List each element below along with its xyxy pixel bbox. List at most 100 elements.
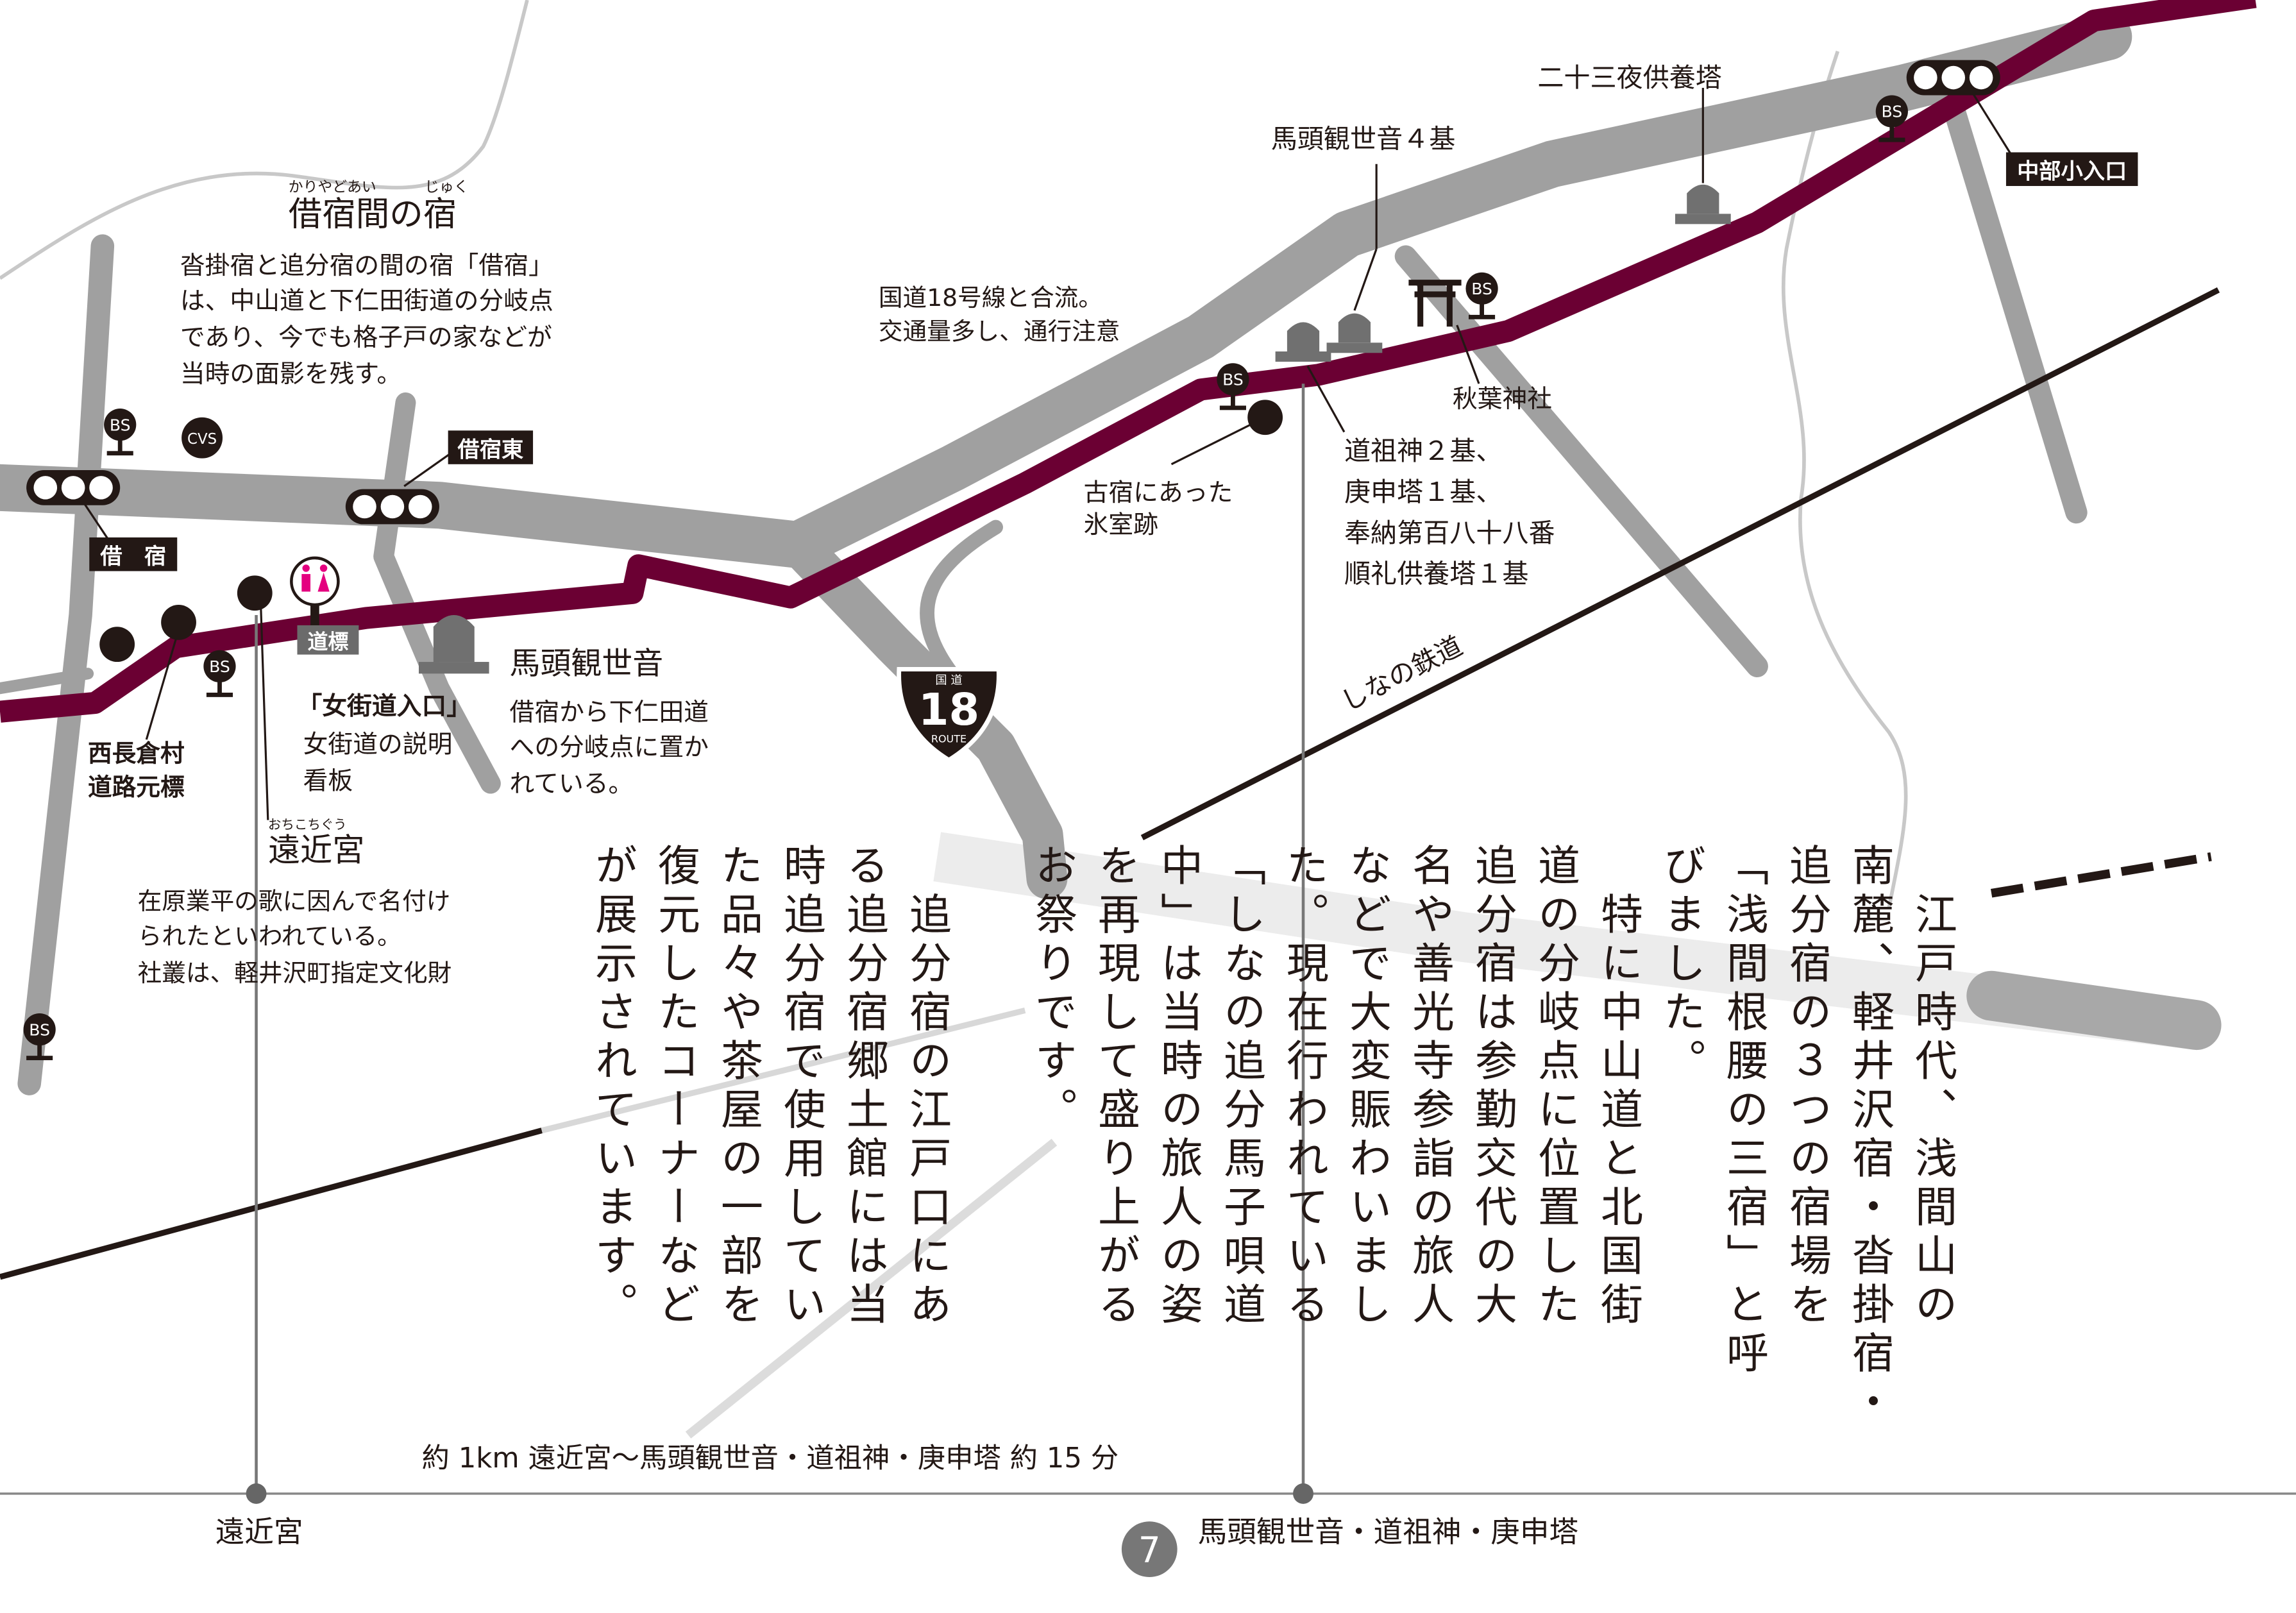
svg-text:道祖神２基、: 道祖神２基、 — [1344, 435, 1502, 466]
dosojin-icon — [1275, 322, 1331, 362]
svg-text:であり、今でも格子戸の家などが: であり、今でも格子戸の家などが — [180, 323, 552, 352]
svg-text:じゅく: じゅく — [425, 179, 468, 196]
road-end — [1966, 970, 2222, 1051]
text-column: 名や善光寺参詣の旅人 — [1405, 843, 1455, 1331]
tag-kariyado: 借 宿 — [99, 544, 166, 570]
body-text-vertical: 江戸時代、浅間山の 南麓、軽井沢宿・沓掛宿・ 追分宿の３つの宿場を 「浅間根腰の… — [578, 843, 1964, 1428]
svg-text:馬頭観世音４基: 馬頭観世音４基 — [1271, 124, 1456, 155]
svg-text:おちこちぐう: おちこちぐう — [268, 816, 347, 832]
bus-stop-icon: BS — [1875, 95, 1908, 142]
svg-text:順礼供養塔１基: 順礼供養塔１基 — [1344, 559, 1529, 589]
text-column: 南麓、軽井沢宿・沓掛宿・ — [1845, 843, 1895, 1428]
text-column: などで大変賑わいまし — [1342, 843, 1392, 1331]
svg-text:BS: BS — [1222, 371, 1244, 389]
svg-text:借宿から下仁田道: 借宿から下仁田道 — [510, 698, 709, 727]
svg-text:二十三夜供養塔: 二十三夜供養塔 — [1537, 62, 1722, 93]
svg-text:看板: 看板 — [303, 767, 353, 796]
text-column: を再現して盛り上がる — [1091, 843, 1140, 1331]
svg-text:秋葉神社: 秋葉神社 — [1453, 385, 1552, 414]
stone-icons — [418, 184, 1731, 674]
intersection-tags: 借宿東 借 宿 中部小入口 道標 — [89, 152, 2138, 655]
svg-text:在原業平の歌に因んで名付け: 在原業平の歌に因んで名付け — [138, 887, 451, 915]
svg-text:られたといわれている。: られたといわれている。 — [138, 922, 401, 950]
roads — [0, 13, 2132, 1095]
text-column — [958, 843, 1021, 1408]
traffic-light-icon — [345, 489, 439, 525]
text-column: お祭りです。 — [1028, 843, 1077, 1136]
bus-stop-icon: BS — [203, 650, 236, 697]
text-column: 特に中山道と北国街 — [1594, 843, 1643, 1331]
svg-text:庚申塔１基、: 庚申塔１基、 — [1344, 477, 1502, 507]
tag-chubu-koiriguchi: 中部小入口 — [2017, 159, 2127, 185]
traffic-light-icon — [26, 469, 121, 505]
svg-text:国道18号線と合流。: 国道18号線と合流。 — [879, 283, 1102, 312]
page-number-badge — [1121, 1521, 1178, 1578]
bato-kannon-4-icon — [1326, 313, 1383, 353]
svg-text:氷室跡: 氷室跡 — [1084, 511, 1158, 539]
bus-stop-icon: BS — [1217, 363, 1249, 410]
start-label: 遠近宮 — [215, 1515, 303, 1549]
svg-text:BS: BS — [110, 416, 131, 434]
bus-stop-icon: BS — [1465, 272, 1498, 319]
svg-text:古宿にあった: 古宿にあった — [1084, 478, 1233, 507]
text-column: 「しなの追分馬子唄道 — [1217, 843, 1266, 1331]
text-column: 追分宿は参勤交代の大 — [1468, 843, 1517, 1331]
svg-text:ROUTE: ROUTE — [931, 733, 967, 745]
text-column: 追分宿の江戸口にあ — [902, 843, 952, 1331]
map-labels: かりやどあい じゅく 借宿間の宿 沓掛宿と追分宿の間の宿「借宿」 は、中山道と下… — [88, 62, 1722, 1549]
text-column: た。現在行われている — [1279, 843, 1329, 1331]
text-column: 復元したコーナーなど — [651, 843, 700, 1331]
text-column: 中」は当時の旅人の姿 — [1154, 843, 1203, 1331]
walking-route — [0, 0, 2257, 723]
svg-text:「女街道入口」: 「女街道入口」 — [297, 692, 471, 721]
end-label: 馬頭観世音・道祖神・庚申塔 — [1198, 1515, 1579, 1549]
svg-text:遠近宮: 遠近宮 — [268, 831, 365, 869]
svg-text:沓掛宿と追分宿の間の宿「借宿」: 沓掛宿と追分宿の間の宿「借宿」 — [180, 251, 553, 280]
svg-text:BS: BS — [209, 657, 230, 676]
landmark-dots — [99, 400, 1283, 663]
kariyado-title: 借宿間の宿 — [289, 195, 457, 234]
text-column: 時追分宿で使用してい — [777, 843, 826, 1331]
svg-text:CVS: CVS — [187, 431, 217, 448]
text-column: びました。 — [1657, 843, 1706, 1087]
text-column: 「浅間根腰の三宿」と呼 — [1719, 843, 1769, 1380]
start-dot — [246, 1483, 267, 1504]
svg-text:西長倉村: 西長倉村 — [88, 739, 185, 767]
svg-text:国 道: 国 道 — [935, 673, 962, 687]
svg-text:は、中山道と下仁田街道の分岐点: は、中山道と下仁田街道の分岐点 — [180, 287, 553, 316]
leader-lines — [80, 87, 2014, 1491]
bus-stop-icons: BS BS BS BS BS BS — [23, 95, 1908, 1061]
svg-text:奉納第百八十八番: 奉納第百八十八番 — [1344, 518, 1555, 548]
tag-dohyo: 道標 — [307, 629, 348, 654]
svg-text:かりやどあい: かりやどあい — [289, 179, 376, 196]
svg-text:れている。: れている。 — [510, 770, 634, 798]
svg-text:馬頭観世音: 馬頭観世音 — [510, 646, 664, 681]
text-column: が展示されています。 — [588, 843, 637, 1331]
bus-stop-icon: BS — [104, 409, 137, 456]
svg-text:交通量多し、通行注意: 交通量多し、通行注意 — [879, 317, 1120, 346]
text-column: 江戸時代、浅間山の — [1908, 843, 1957, 1331]
torii-icon — [1408, 280, 1462, 327]
traffic-light-icons — [26, 60, 2000, 525]
text-column: 追分宿の３つの宿場を — [1782, 843, 1832, 1331]
text-column: 道の分岐点に位置した — [1531, 843, 1580, 1331]
bato-kannon-icon — [418, 614, 489, 674]
svg-text:道路元標: 道路元標 — [88, 773, 185, 801]
traffic-light-icon — [1906, 60, 2000, 96]
end-dot — [1293, 1483, 1313, 1504]
svg-text:への分岐点に置か: への分岐点に置か — [510, 733, 709, 762]
railway-line — [0, 287, 2220, 1439]
svg-text:社叢は、軽井沢町指定文化財: 社叢は、軽井沢町指定文化財 — [138, 959, 452, 987]
light-road — [933, 832, 2200, 1050]
text-column: る追分宿郷土館には当 — [840, 843, 889, 1331]
svg-text:18: 18 — [918, 684, 979, 736]
travel-distance: 約 1km 遠近宮〜馬頭観世音・道祖神・庚申塔 約 15 分 — [422, 1442, 1119, 1474]
svg-text:当時の面影を残す。: 当時の面影を残す。 — [180, 360, 401, 389]
nijusanya-icon — [1675, 184, 1731, 224]
svg-text:BS: BS — [29, 1020, 50, 1039]
tag-kariyado-higashi: 借宿東 — [457, 437, 524, 462]
svg-text:女街道の説明: 女街道の説明 — [303, 730, 453, 759]
text-column: た品々や茶屋の一部を — [714, 843, 763, 1331]
